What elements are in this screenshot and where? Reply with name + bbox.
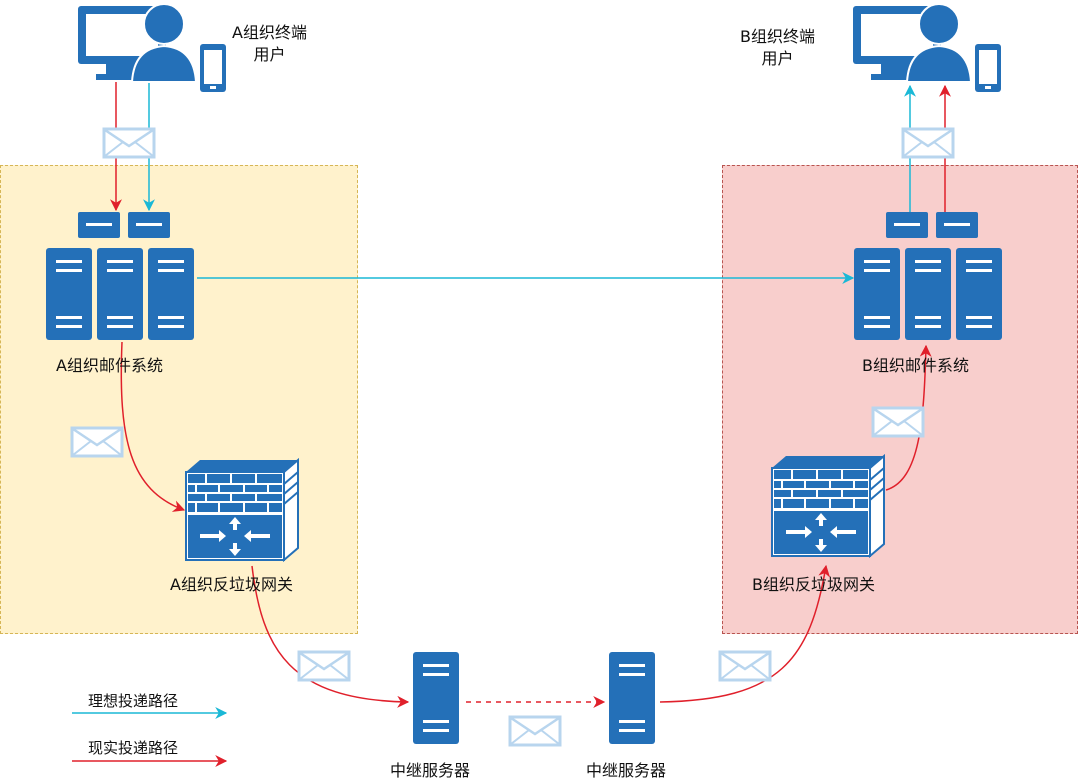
- legend-actual-label: 现实投递路径: [88, 739, 179, 757]
- envelope-icon: [297, 650, 351, 682]
- envelope-icon: [718, 650, 772, 682]
- b-terminal-user-label: B组织终端 用户: [740, 27, 815, 68]
- a-user-workstation-icon: [77, 3, 227, 93]
- actual-path-b-gateway-to-b-mail: [885, 344, 932, 491]
- actual-path-a-mail-to-a-gateway: [120, 341, 186, 512]
- envelope-icon: [102, 127, 156, 159]
- envelope-icon: [871, 406, 925, 438]
- relay-server-1-label: 中继服务器: [390, 761, 471, 780]
- a-gateway-label: A组织反垃圾网关: [170, 575, 293, 594]
- org-a-zone: [0, 165, 358, 634]
- envelope-icon: [70, 426, 124, 458]
- a-mail-server-cluster-icon: [46, 212, 194, 340]
- b-gateway-label: B组织反垃圾网关: [752, 575, 875, 594]
- envelope-icon: [508, 715, 562, 747]
- a-mail-system-label: A组织邮件系统: [56, 356, 163, 375]
- actual-path-a-gateway-to-relay-1: [251, 565, 410, 708]
- a-terminal-user-label: A组织终端 用户: [232, 23, 307, 64]
- b-user-workstation-icon: [852, 3, 1002, 93]
- b-mail-server-cluster-icon: [854, 212, 1002, 340]
- b-mail-system-label: B组织邮件系统: [862, 356, 969, 375]
- relay-server-1-icon: [413, 652, 459, 744]
- b-gateway-firewall-icon: [771, 455, 885, 557]
- relay-server-2-label: 中继服务器: [586, 761, 667, 780]
- legend-ideal-label: 理想投递路径: [88, 692, 179, 710]
- actual-path-relay-2-to-b-gateway: [659, 564, 831, 703]
- relay-server-2-icon: [609, 652, 655, 744]
- envelope-icon: [901, 127, 955, 159]
- a-gateway-firewall-icon: [185, 459, 299, 561]
